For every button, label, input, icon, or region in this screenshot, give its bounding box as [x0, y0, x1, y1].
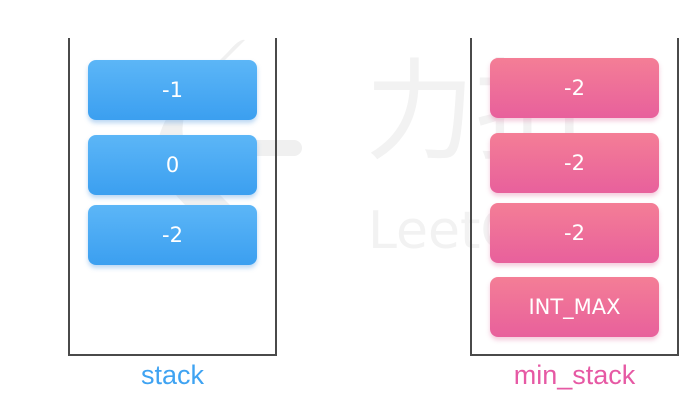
stack-block-value: 0	[165, 153, 180, 177]
stack-container	[68, 38, 277, 356]
stack-block-value: -2	[162, 223, 183, 247]
min-stack-block-value: -2	[564, 76, 585, 100]
min-stack-label: min_stack	[513, 360, 636, 390]
min-stack-block-3: -2	[490, 203, 659, 263]
min-stack-block-2: -2	[490, 133, 659, 193]
stack-block-value: -1	[162, 78, 183, 102]
stack-block-1: -1	[88, 60, 257, 120]
min-stack-block-value: -2	[564, 151, 585, 175]
min-stack-container	[470, 38, 679, 356]
min-stack-block-value: -2	[564, 221, 585, 245]
min-stack-block-value: INT_MAX	[528, 295, 621, 319]
min-stack-block-4: INT_MAX	[490, 277, 659, 337]
stack-block-3: -2	[88, 205, 257, 265]
stack-block-2: 0	[88, 135, 257, 195]
min-stack-block-1: -2	[490, 58, 659, 118]
stack-label: stack	[140, 360, 205, 390]
